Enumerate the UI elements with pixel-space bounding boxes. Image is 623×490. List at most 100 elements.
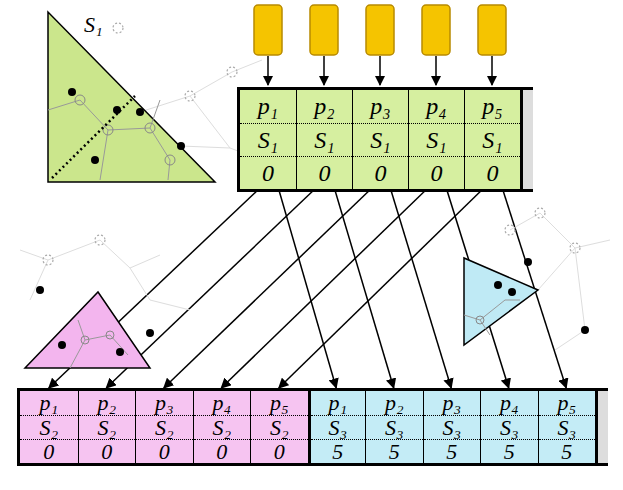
cell-row: 5 bbox=[481, 439, 538, 463]
cell-row: S₃ bbox=[481, 415, 538, 439]
simplex-s2 bbox=[25, 292, 150, 368]
simplex-label: S₁ bbox=[314, 127, 334, 153]
offset-value: 0 bbox=[319, 160, 331, 186]
cell-row: p₅ bbox=[465, 90, 520, 123]
simplex-label: S₁ bbox=[426, 127, 446, 153]
array-cell: p₁S₃5 bbox=[308, 391, 366, 463]
cell-row: 0 bbox=[136, 439, 193, 463]
cell-row: p₄ bbox=[409, 90, 464, 123]
voronoi-lines bbox=[70, 320, 128, 368]
cell-row: 0 bbox=[240, 156, 296, 189]
cell-row: 0 bbox=[194, 439, 251, 463]
point-label: p₂ bbox=[385, 390, 404, 415]
copy-connector bbox=[279, 191, 336, 388]
cell-row: S₃ bbox=[366, 415, 423, 439]
cell-row: S₂ bbox=[79, 415, 136, 439]
voronoi-vertices bbox=[81, 331, 114, 344]
simplex-label: S₂ bbox=[39, 415, 58, 440]
cell-row: S₂ bbox=[136, 415, 193, 439]
simplex-label: S₂ bbox=[212, 415, 231, 440]
array-cell: p₅S₂0 bbox=[250, 391, 308, 463]
offset-value: 0 bbox=[487, 160, 499, 186]
simplex-s1 bbox=[48, 12, 215, 182]
offset-value: 5 bbox=[389, 439, 400, 464]
offset-value: 0 bbox=[43, 439, 54, 464]
copy-connector bbox=[221, 191, 425, 388]
cell-row: p₂ bbox=[366, 391, 423, 415]
cell-row: p₃ bbox=[424, 391, 481, 415]
array-frame bbox=[520, 87, 523, 192]
cell-row: S₃ bbox=[424, 415, 481, 439]
simplex-label: S₃ bbox=[557, 415, 576, 440]
cell-row: S₁ bbox=[240, 123, 296, 156]
array-cell: p₅ S₁ 0 bbox=[464, 90, 520, 189]
split-line bbox=[52, 96, 135, 178]
offset-value: 0 bbox=[274, 439, 285, 464]
array-frame bbox=[19, 390, 609, 465]
cell-row: p₃ bbox=[136, 391, 193, 415]
cell-row: S₂ bbox=[251, 415, 308, 439]
array-cell: p₁S₂0 bbox=[20, 391, 78, 463]
cell-row: p₅ bbox=[539, 391, 596, 415]
cell-row: 0 bbox=[20, 439, 78, 463]
cell-row: p₃ bbox=[353, 90, 408, 123]
point-label: p₂ bbox=[97, 390, 116, 415]
array-cell: p₄S₃5 bbox=[480, 391, 538, 463]
cell-row: 0 bbox=[79, 439, 136, 463]
cell-row: S₃ bbox=[539, 415, 596, 439]
cell-row: S₂ bbox=[20, 415, 78, 439]
point-label: p₁ bbox=[328, 390, 347, 415]
cell-row: 0 bbox=[409, 156, 464, 189]
point-label: p₃ bbox=[442, 390, 461, 415]
simplex-label: S₁ bbox=[370, 127, 390, 153]
cell-row: p₂ bbox=[79, 391, 136, 415]
point-label: p₅ bbox=[482, 93, 502, 119]
cell-row: 5 bbox=[366, 439, 423, 463]
offset-value: 5 bbox=[446, 439, 457, 464]
point-label: p₅ bbox=[270, 390, 289, 415]
offset-value: 0 bbox=[431, 160, 443, 186]
array-cell: p₄ S₁ 0 bbox=[408, 90, 464, 189]
cell-row: S₁ bbox=[465, 123, 520, 156]
offset-value: 0 bbox=[159, 439, 170, 464]
simplex-label: S₃ bbox=[500, 415, 519, 440]
array-cell: p₂S₃5 bbox=[365, 391, 423, 463]
offset-value: 5 bbox=[561, 439, 572, 464]
cell-row: S₁ bbox=[353, 123, 408, 156]
offset-value: 5 bbox=[332, 439, 343, 464]
array-cell: p₅S₃5 bbox=[538, 391, 596, 463]
cell-row: p₁ bbox=[20, 391, 78, 415]
cell-row: p₄ bbox=[481, 391, 538, 415]
simplex-label: S₁ bbox=[258, 127, 278, 153]
array-cell: p₂S₂0 bbox=[78, 391, 136, 463]
voronoi-lines bbox=[464, 300, 520, 335]
simplex-label: S₃ bbox=[328, 415, 347, 440]
simplex-label: S₃ bbox=[385, 415, 404, 440]
offset-value: 0 bbox=[262, 160, 274, 186]
cell-row: 5 bbox=[539, 439, 596, 463]
simplex-label: S₃ bbox=[442, 415, 461, 440]
copy-connector bbox=[335, 191, 394, 388]
simplex-label: S₂ bbox=[155, 415, 174, 440]
points bbox=[68, 88, 185, 164]
points bbox=[36, 286, 154, 356]
point-label: p₂ bbox=[314, 93, 334, 119]
simplex-name: S₁ bbox=[84, 12, 103, 38]
cell-row: 5 bbox=[424, 439, 481, 463]
cell-row: S₁ bbox=[297, 123, 352, 156]
array-frame bbox=[595, 388, 598, 466]
copy-connector bbox=[391, 191, 451, 388]
thread-blocks bbox=[254, 5, 506, 55]
points bbox=[494, 258, 589, 334]
array-frame bbox=[239, 89, 534, 191]
offset-value: 0 bbox=[216, 439, 227, 464]
cell-row: S₁ bbox=[409, 123, 464, 156]
point-label: p₃ bbox=[155, 390, 174, 415]
cell-row: 0 bbox=[353, 156, 408, 189]
offset-value: 5 bbox=[504, 439, 515, 464]
offset-value: 0 bbox=[101, 439, 112, 464]
array-cell: p₄S₂0 bbox=[193, 391, 251, 463]
cell-row: p₅ bbox=[251, 391, 308, 415]
offset-value: 0 bbox=[375, 160, 387, 186]
